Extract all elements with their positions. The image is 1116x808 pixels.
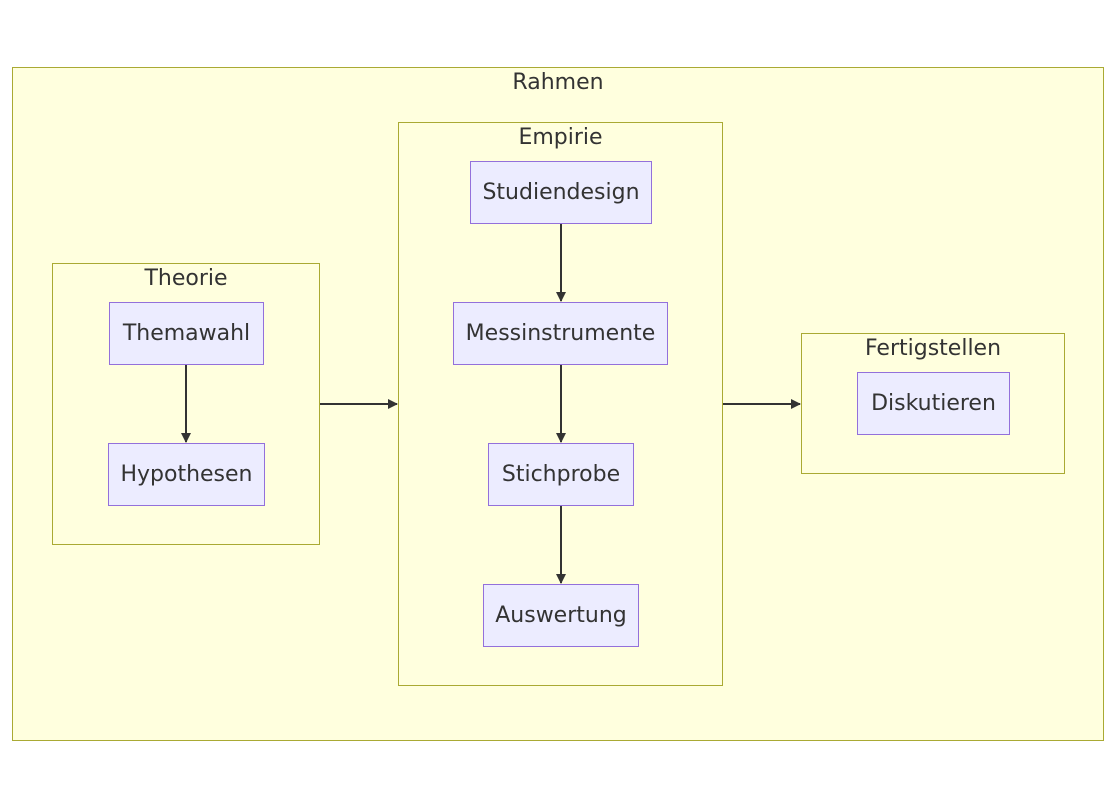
cluster-title-rahmen: Rahmen: [512, 70, 604, 95]
node-themawahl: Themawahl: [109, 302, 264, 365]
cluster-title-fertigstellen: Fertigstellen: [864, 336, 1002, 361]
cluster-title-theorie: Theorie: [144, 266, 228, 291]
node-studiendesign: Studiendesign: [470, 161, 652, 224]
cluster-title-empirie: Empirie: [518, 125, 603, 150]
node-stichprobe: Stichprobe: [488, 443, 634, 506]
node-messinstrumente: Messinstrumente: [453, 302, 668, 365]
node-auswertung: Auswertung: [483, 584, 639, 647]
node-diskutieren: Diskutieren: [857, 372, 1010, 435]
node-hypothesen: Hypothesen: [108, 443, 265, 506]
